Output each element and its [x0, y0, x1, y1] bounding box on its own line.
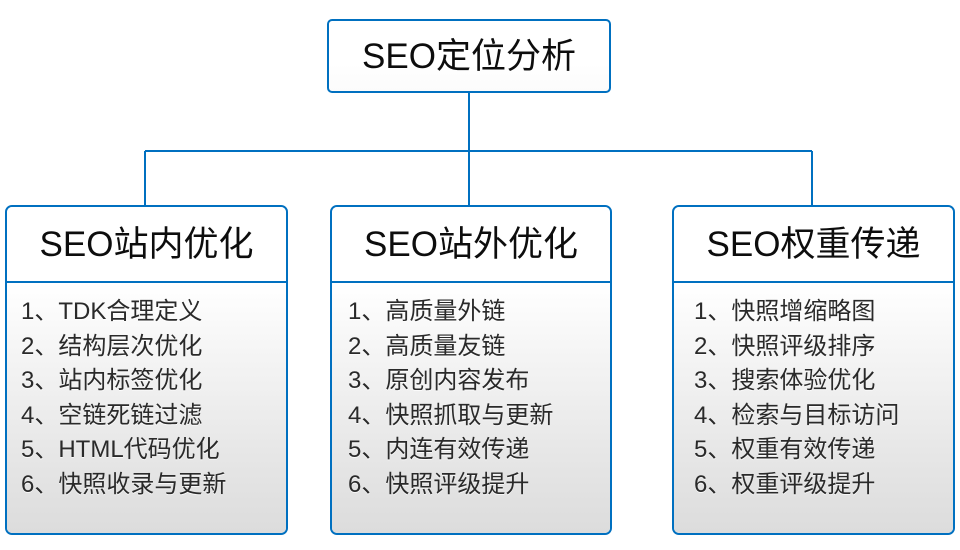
item-list-weight: 1、快照增缩略图 2、快照评级排序 3、搜索体验优化 4、检索与目标访问 5、权…: [674, 295, 953, 502]
branch-header-offsite: SEO站外优化: [332, 207, 610, 283]
list-item: 5、权重有效传递: [694, 436, 876, 463]
list-item: 4、空链死链过滤: [21, 401, 203, 429]
branch-title-offsite: SEO站外优化: [364, 224, 578, 264]
list-item: 3、搜索体验优化: [694, 367, 876, 394]
list-item: 6、快照评级提升: [348, 470, 530, 498]
branch-body-weight: 1、快照增缩略图 2、快照评级排序 3、搜索体验优化 4、检索与目标访问 5、权…: [674, 283, 953, 533]
list-item: 1、快照增缩略图: [694, 298, 876, 325]
item-list-offsite: 1、高质量外链 2、高质量友链 3、原创内容发布 4、快照抓取与更新 5、内连有…: [332, 295, 610, 502]
list-item: 2、快照评级排序: [694, 332, 876, 360]
branch-title-onsite: SEO站内优化: [39, 224, 254, 264]
branch-node-onsite: SEO站内优化 1、TDK合理定义 2、结构层次优化 3、站内标签优化 4、空链…: [5, 205, 288, 535]
list-item: 3、站内标签优化: [21, 367, 203, 394]
branch-node-offsite: SEO站外优化 1、高质量外链 2、高质量友链 3、原创内容发布 4、快照抓取与…: [330, 205, 612, 535]
root-node-label: SEO定位分析: [362, 36, 576, 76]
branch-header-weight: SEO权重传递: [674, 207, 953, 283]
list-item: 1、高质量外链: [348, 298, 506, 325]
list-item: 1、TDK合理定义: [21, 298, 203, 325]
list-item: 4、快照抓取与更新: [348, 401, 554, 429]
list-item: 5、HTML代码优化: [21, 436, 220, 463]
item-list-onsite: 1、TDK合理定义 2、结构层次优化 3、站内标签优化 4、空链死链过滤 5、H…: [7, 295, 286, 502]
root-node: SEO定位分析: [327, 19, 611, 93]
branch-body-onsite: 1、TDK合理定义 2、结构层次优化 3、站内标签优化 4、空链死链过滤 5、H…: [7, 283, 286, 533]
list-item: 2、高质量友链: [348, 332, 506, 360]
branch-body-offsite: 1、高质量外链 2、高质量友链 3、原创内容发布 4、快照抓取与更新 5、内连有…: [332, 283, 610, 533]
branch-header-onsite: SEO站内优化: [7, 207, 286, 283]
list-item: 6、快照收录与更新: [21, 470, 227, 498]
branch-title-weight: SEO权重传递: [706, 224, 921, 264]
list-item: 4、检索与目标访问: [694, 401, 900, 429]
list-item: 2、结构层次优化: [21, 332, 203, 360]
list-item: 5、内连有效传递: [348, 436, 530, 463]
branch-node-weight: SEO权重传递 1、快照增缩略图 2、快照评级排序 3、搜索体验优化 4、检索与…: [672, 205, 955, 535]
list-item: 6、权重评级提升: [694, 470, 876, 498]
list-item: 3、原创内容发布: [348, 367, 530, 394]
